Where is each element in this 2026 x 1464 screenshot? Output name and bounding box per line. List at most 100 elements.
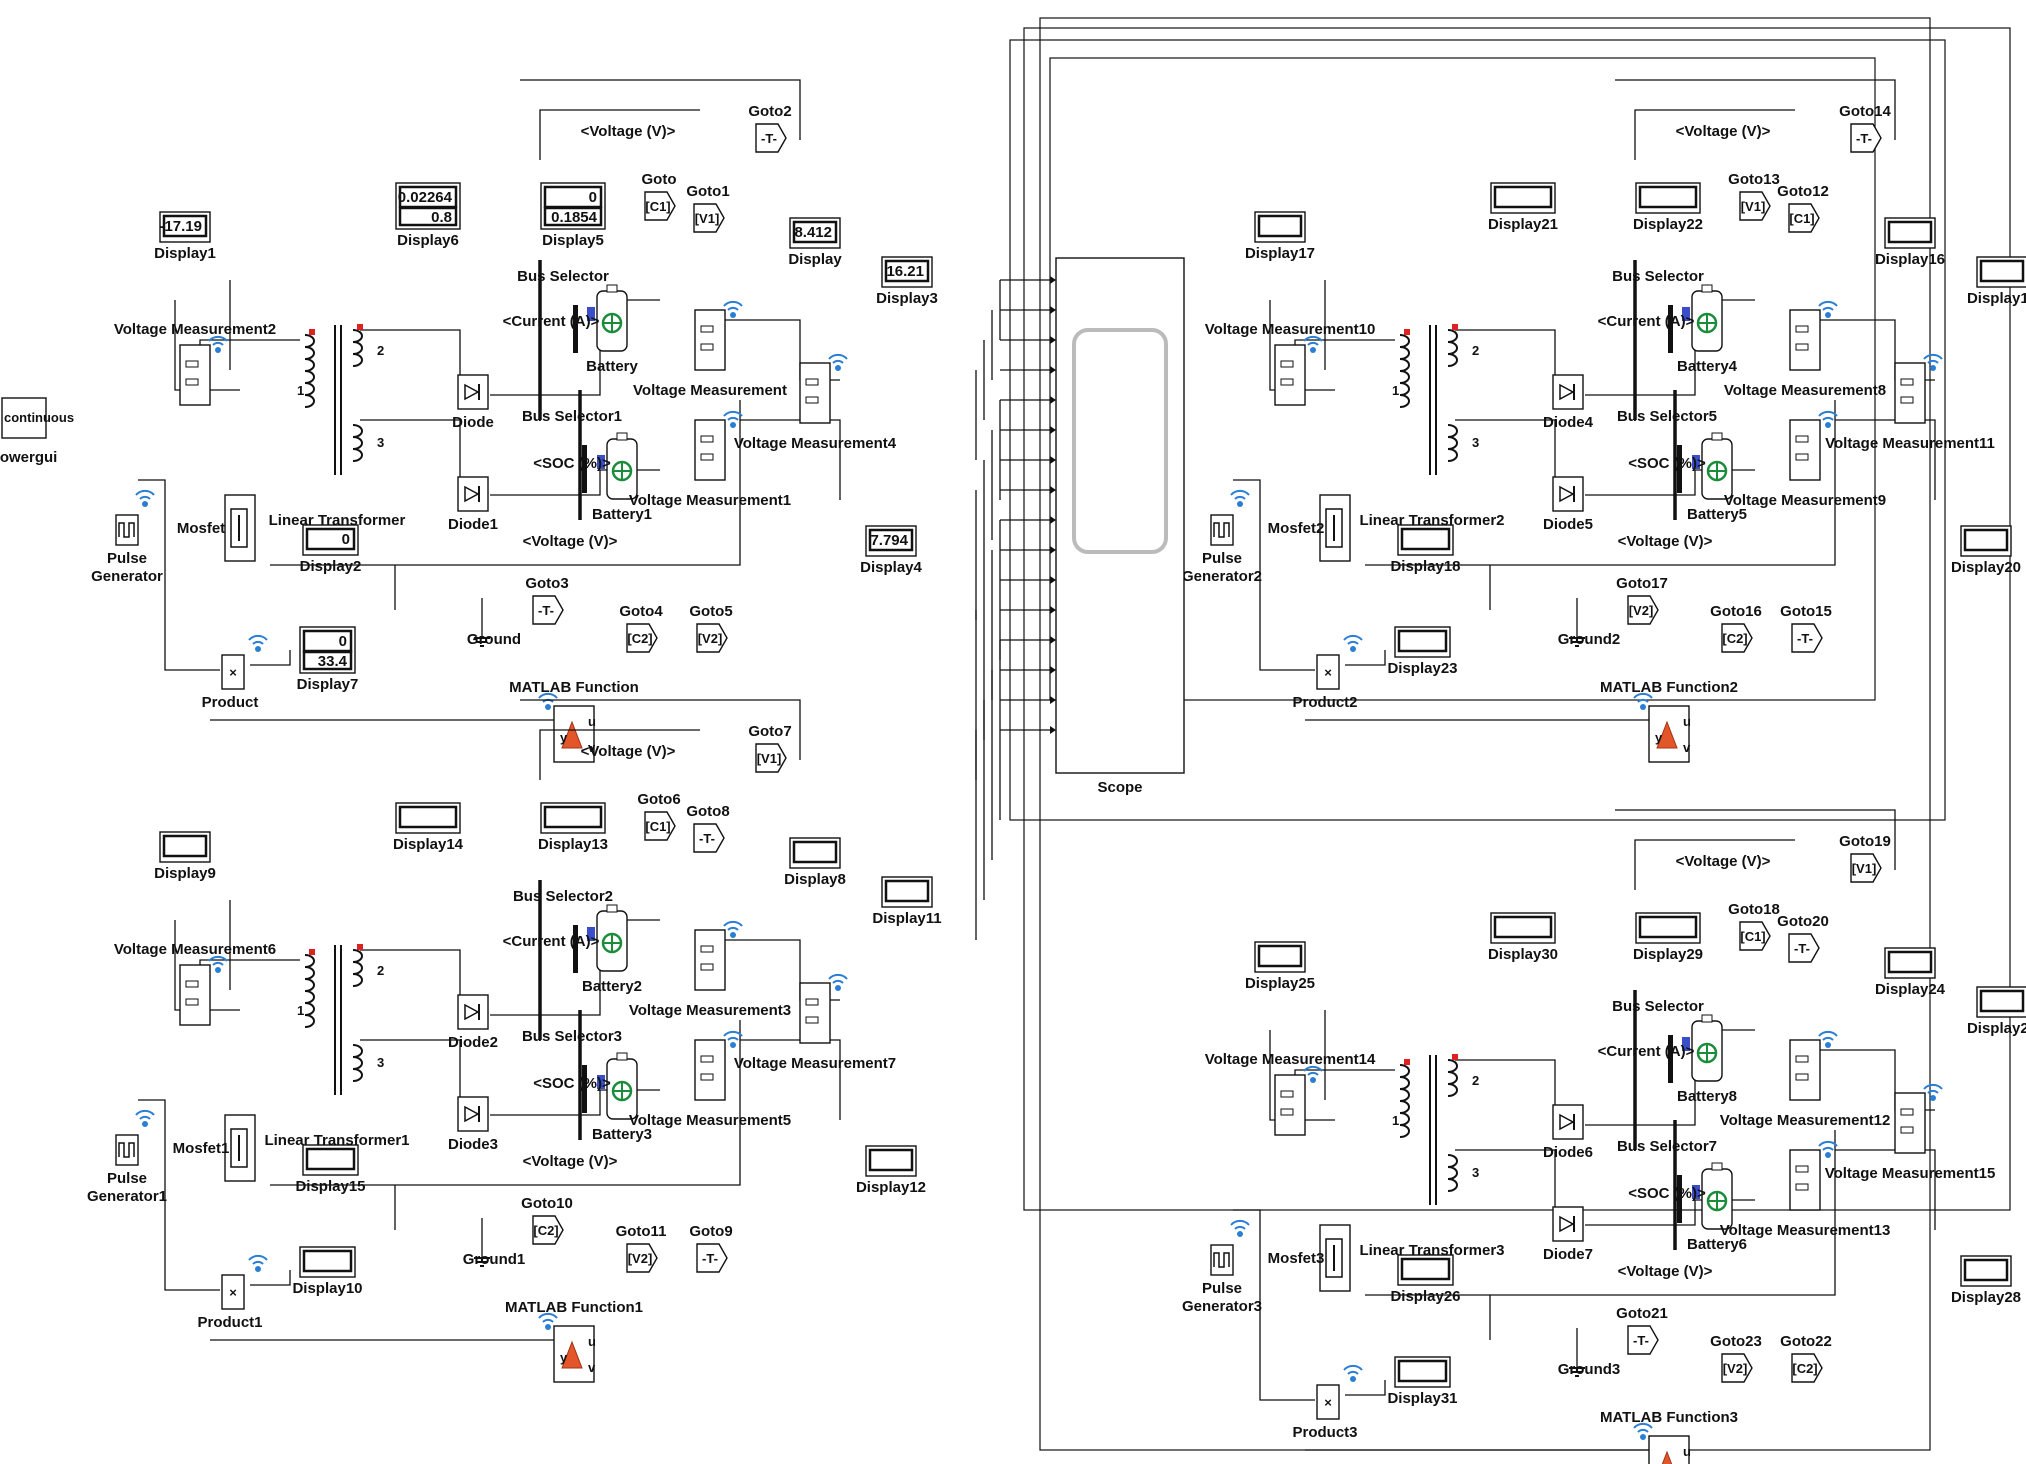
diode-block[interactable]: Diode1	[448, 476, 498, 533]
goto-block[interactable]: -T-Goto21	[1616, 1305, 1668, 1355]
display-block[interactable]: Display27	[1967, 986, 2026, 1037]
bus-selector-block[interactable]: Bus Selector	[1612, 998, 1704, 1083]
display-block[interactable]: Display28	[1951, 1255, 2021, 1306]
diode-block[interactable]: Diode6	[1543, 1104, 1593, 1161]
bus-selector-block[interactable]: Bus Selector5	[1617, 408, 1717, 493]
display-block[interactable]: Display30	[1488, 912, 1558, 963]
goto-block[interactable]: [V1]Goto7	[748, 723, 792, 773]
battery-block[interactable]: Battery4	[1677, 284, 1738, 375]
battery-block[interactable]: Battery3	[592, 1052, 652, 1143]
goto-block[interactable]: [C2]Goto4	[619, 603, 663, 653]
pulse-generator-block[interactable]: PulseGeneratorPulse Generator	[91, 514, 163, 585]
goto-block[interactable]: [C2]Goto16	[1710, 603, 1762, 653]
voltage-measurement-block[interactable]: Voltage Measurement5	[629, 1030, 791, 1129]
voltage-measurement-block[interactable]: Voltage Measurement6	[114, 941, 276, 1026]
voltage-measurement-block[interactable]: Voltage Measurement13	[1720, 1140, 1891, 1239]
voltage-measurement-block[interactable]: Voltage Measurement1	[629, 410, 791, 509]
goto-block[interactable]: [C1]Goto6	[637, 791, 681, 841]
battery-block[interactable]: Battery1	[592, 432, 652, 523]
mosfet-block[interactable]: Mosfet2	[1268, 494, 1351, 562]
display-block[interactable]: Display9	[154, 831, 216, 882]
voltage-measurement-block[interactable]: Voltage Measurement4	[734, 353, 897, 452]
goto-block[interactable]: [C1]Goto12	[1777, 183, 1829, 233]
product-block[interactable]: ×Product	[202, 654, 259, 711]
voltage-measurement-block[interactable]: Voltage Measurement14	[1205, 1051, 1376, 1136]
goto-block[interactable]: [V2]Goto23	[1710, 1333, 1762, 1383]
goto-block[interactable]: [V1]Goto19	[1839, 833, 1891, 883]
goto-block[interactable]: [C1]Goto	[642, 171, 677, 221]
goto-block[interactable]: [C1]Goto18	[1728, 901, 1780, 951]
display-block[interactable]: Display20	[1951, 525, 2021, 576]
display-block[interactable]: Display16	[1875, 217, 1945, 268]
display-block[interactable]: Display29	[1633, 912, 1703, 963]
goto-block[interactable]: -T-Goto14	[1839, 103, 1891, 153]
mosfet-block[interactable]: Mosfet	[177, 494, 256, 562]
voltage-measurement-block[interactable]: Voltage Measurement10	[1205, 321, 1376, 406]
ground-block[interactable]: Ground1	[463, 1218, 526, 1268]
goto-block[interactable]: [V2]Goto5	[689, 603, 733, 653]
goto-block[interactable]: [C2]Goto22	[1780, 1333, 1832, 1383]
diode-block[interactable]: Diode3	[448, 1096, 498, 1153]
bus-selector-block[interactable]: Bus Selector7	[1617, 1138, 1717, 1223]
voltage-measurement-block[interactable]: Voltage Measurement3	[629, 920, 791, 1019]
voltage-measurement-block[interactable]: Voltage Measurement12	[1720, 1030, 1891, 1129]
display-block[interactable]: Display24	[1875, 947, 1946, 998]
product-block[interactable]: ×Product1	[197, 1274, 263, 1331]
goto-block[interactable]: -T-Goto8	[686, 803, 730, 853]
ground-block[interactable]: Ground3	[1558, 1328, 1621, 1378]
diode-block[interactable]: Diode7	[1543, 1206, 1593, 1263]
goto-block[interactable]: -T-Goto9	[689, 1223, 733, 1273]
diode-block[interactable]: Diode5	[1543, 476, 1593, 533]
display-block[interactable]: Display8	[784, 837, 846, 888]
powergui-block[interactable]: continuouspowergui	[0, 397, 74, 466]
display-block[interactable]: Display13	[538, 802, 608, 853]
voltage-measurement-block[interactable]: Voltage Measurement	[633, 300, 787, 399]
pulse-generator-block[interactable]: PulseGenerator1Pulse Generator1	[87, 1134, 167, 1205]
display-block[interactable]: Display11	[872, 876, 942, 927]
bus-selector-block[interactable]: Bus Selector3	[522, 1028, 622, 1113]
display-block[interactable]: Display21	[1488, 182, 1558, 233]
product-block[interactable]: ×Product3	[1292, 1384, 1358, 1441]
diode-block[interactable]: Diode4	[1543, 374, 1594, 431]
goto-block[interactable]: -T-Goto3	[525, 575, 569, 625]
display-block[interactable]: Display22	[1633, 182, 1703, 233]
battery-block[interactable]: Battery	[586, 284, 639, 375]
display-block[interactable]: Display18	[1390, 524, 1461, 575]
display-block[interactable]: Display14	[393, 802, 464, 853]
display-block[interactable]: Display23	[1387, 626, 1458, 677]
display-block[interactable]: Display25	[1245, 941, 1315, 992]
voltage-measurement-block[interactable]: Voltage Measurement15	[1825, 1083, 1996, 1182]
display-block[interactable]: Display15	[295, 1144, 366, 1195]
diode-block[interactable]: Diode2	[448, 994, 498, 1051]
goto-block[interactable]: [V1]Goto1	[686, 183, 730, 233]
pulse-generator-block[interactable]: PulseGenerator2Pulse Generator2	[1182, 514, 1262, 585]
goto-block[interactable]: [V1]Goto13	[1728, 171, 1780, 221]
bus-selector-block[interactable]: Bus Selector	[517, 268, 609, 353]
display-block[interactable]: Display26	[1390, 1254, 1461, 1305]
display-block[interactable]: Display17	[1245, 211, 1315, 262]
ground-block[interactable]: Ground2	[1558, 598, 1621, 648]
goto-block[interactable]: -T-Goto20	[1777, 913, 1829, 963]
bus-selector-block[interactable]: Bus Selector1	[522, 408, 622, 493]
bus-selector-block[interactable]: Bus Selector	[1612, 268, 1704, 353]
battery-block[interactable]: Battery8	[1677, 1014, 1737, 1105]
voltage-measurement-block[interactable]: Voltage Measurement2	[114, 321, 276, 406]
diode-block[interactable]: Diode	[452, 374, 494, 431]
goto-block[interactable]: [C2]Goto10	[521, 1195, 573, 1245]
goto-block[interactable]: [V2]Goto17	[1616, 575, 1668, 625]
display-block[interactable]: Display10	[292, 1246, 363, 1297]
pulse-generator-block[interactable]: PulseGenerator3Pulse Generator3	[1182, 1244, 1262, 1315]
product-block[interactable]: ×Product2	[1292, 654, 1358, 711]
display-block[interactable]: Display31	[1387, 1356, 1458, 1407]
ground-block[interactable]: Ground	[467, 598, 521, 648]
